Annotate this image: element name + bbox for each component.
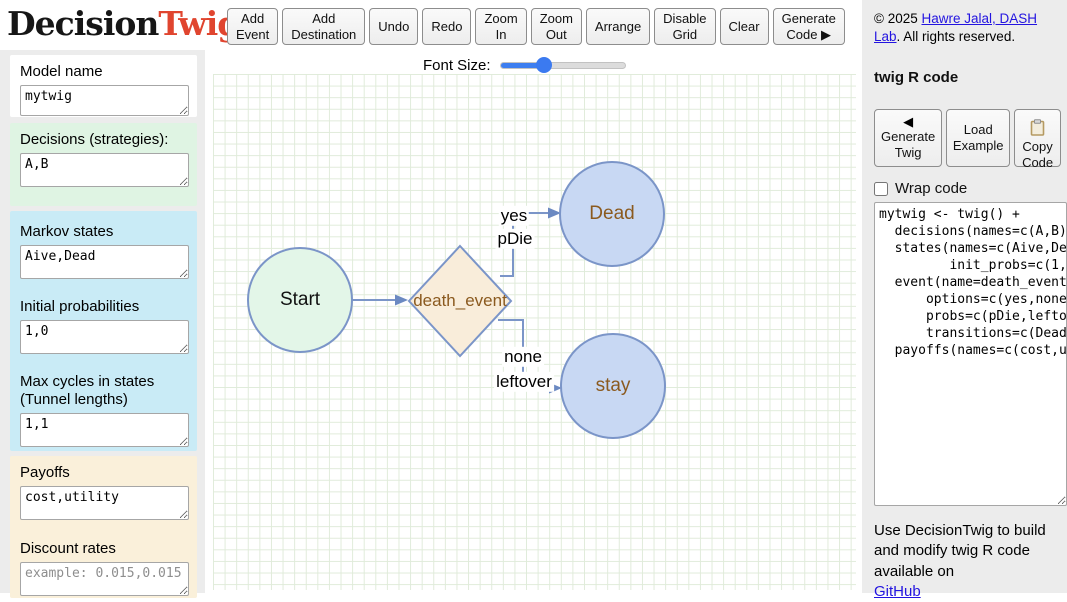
copy-code-label: Copy Code xyxy=(1022,139,1054,171)
footer-text: Use DecisionTwig to build and modify twi… xyxy=(874,522,1046,580)
initial-probabilities-label: Initial probabilities xyxy=(20,297,140,315)
app-logo: DecisionTwig xyxy=(7,4,240,43)
twig-code-textarea[interactable]: mytwig <- twig() + decisions(names=c(A,B… xyxy=(874,202,1067,507)
payoffs-input[interactable]: cost,utility xyxy=(20,485,189,520)
markov-states-section: Markov states Aive,Dead Initial probabil… xyxy=(10,211,197,451)
markov-states-label: Markov states xyxy=(20,223,114,240)
panel-footer-text: Use DecisionTwig to build and modify twi… xyxy=(874,521,1064,602)
font-size-slider[interactable] xyxy=(499,57,626,73)
font-size-label: Font Size: xyxy=(423,57,491,74)
diagram-svg xyxy=(247,161,666,439)
copyright-notice: © 2025 Hawre Jalal, DASH Lab. All rights… xyxy=(874,10,1059,45)
code-panel: © 2025 Hawre Jalal, DASH Lab. All rights… xyxy=(862,0,1067,600)
load-example-label: Load Example xyxy=(952,121,1004,154)
decisions-label: Decisions (strategies): xyxy=(20,131,169,148)
undo-button[interactable]: Undo xyxy=(369,8,419,46)
copy-code-button[interactable]: Copy Code xyxy=(1014,109,1061,170)
copyright-prefix: © 2025 xyxy=(874,11,922,26)
code-panel-buttons: ◀ Generate Twig Load Example Copy Code xyxy=(874,109,1061,170)
zoom-in-button[interactable]: Zoom In xyxy=(475,8,527,46)
add-event-button[interactable]: Add Event xyxy=(227,8,279,46)
model-name-label: Model name xyxy=(20,63,103,80)
node-start[interactable] xyxy=(247,247,353,353)
toolbar: Add Event Add Destination Undo Redo Zoom… xyxy=(227,8,845,46)
markov-states-input[interactable]: Aive,Dead xyxy=(20,244,189,279)
font-size-slider-fill xyxy=(500,63,544,68)
decisions-input[interactable]: A,B xyxy=(20,152,189,187)
logo-text-twig: Twig xyxy=(158,4,240,43)
generate-code-button[interactable]: Generate Code ▶ xyxy=(772,8,845,46)
add-destination-button[interactable]: Add Destination xyxy=(282,8,366,46)
max-cycles-label: Max cycles in states (Tunnel lengths) xyxy=(20,372,155,409)
zoom-out-button[interactable]: Zoom Out xyxy=(530,8,582,46)
arrange-button[interactable]: Arrange xyxy=(585,8,651,46)
diagram-canvas[interactable]: Font Size: yes pDie none leftover Start … xyxy=(205,50,862,593)
payoffs-label: Payoffs xyxy=(20,464,70,481)
header: DecisionTwig Add Event Add Destination U… xyxy=(0,0,862,50)
github-link[interactable]: GitHub xyxy=(874,582,921,600)
edge-label-none: none xyxy=(502,346,544,368)
clipboard-icon xyxy=(1030,105,1045,140)
generate-twig-button[interactable]: ◀ Generate Twig xyxy=(874,109,943,168)
node-dead[interactable] xyxy=(559,161,665,267)
load-example-button[interactable]: Load Example xyxy=(946,109,1011,168)
max-cycles-input[interactable]: 1,1 xyxy=(20,413,189,447)
copyright-suffix: . All rights reserved. xyxy=(896,28,1016,44)
initial-probabilities-input[interactable]: 1,0 xyxy=(20,319,189,354)
font-size-slider-thumb[interactable] xyxy=(535,57,552,73)
model-name-section: Model name mytwig xyxy=(10,55,197,117)
panel-heading: twig R code xyxy=(874,69,959,87)
node-stay[interactable] xyxy=(560,333,666,439)
disable-grid-button[interactable]: Disable Grid xyxy=(654,8,716,46)
node-death-event[interactable] xyxy=(407,244,513,358)
edge-label-yes: yes xyxy=(498,205,530,227)
wrap-code-checkbox[interactable] xyxy=(874,181,888,196)
edge-label-pdie: pDie xyxy=(495,228,535,250)
clear-button[interactable]: Clear xyxy=(719,8,769,46)
logo-text-decision: Decision xyxy=(7,4,159,43)
author-link[interactable]: Hawre Jalal, DASH Lab xyxy=(874,11,1038,44)
discount-rates-label: Discount rates xyxy=(20,539,116,557)
wrap-code-control: Wrap code xyxy=(874,180,1061,197)
redo-button[interactable]: Redo xyxy=(422,8,472,46)
model-settings-sidebar: Model name mytwig Decisions (strategies)… xyxy=(0,50,205,598)
left-triangle-icon: ◀ xyxy=(903,113,914,129)
font-size-control: Font Size: xyxy=(423,57,626,74)
generate-twig-label: Generate Twig xyxy=(881,128,936,161)
payoffs-section: Payoffs cost,utility Discount rates xyxy=(10,456,197,598)
edge-label-leftover: leftover xyxy=(494,371,554,393)
discount-rates-input[interactable] xyxy=(20,561,189,596)
model-name-input[interactable]: mytwig xyxy=(20,84,189,116)
wrap-code-label[interactable]: Wrap code xyxy=(895,180,968,198)
decisions-section: Decisions (strategies): A,B xyxy=(10,123,197,206)
